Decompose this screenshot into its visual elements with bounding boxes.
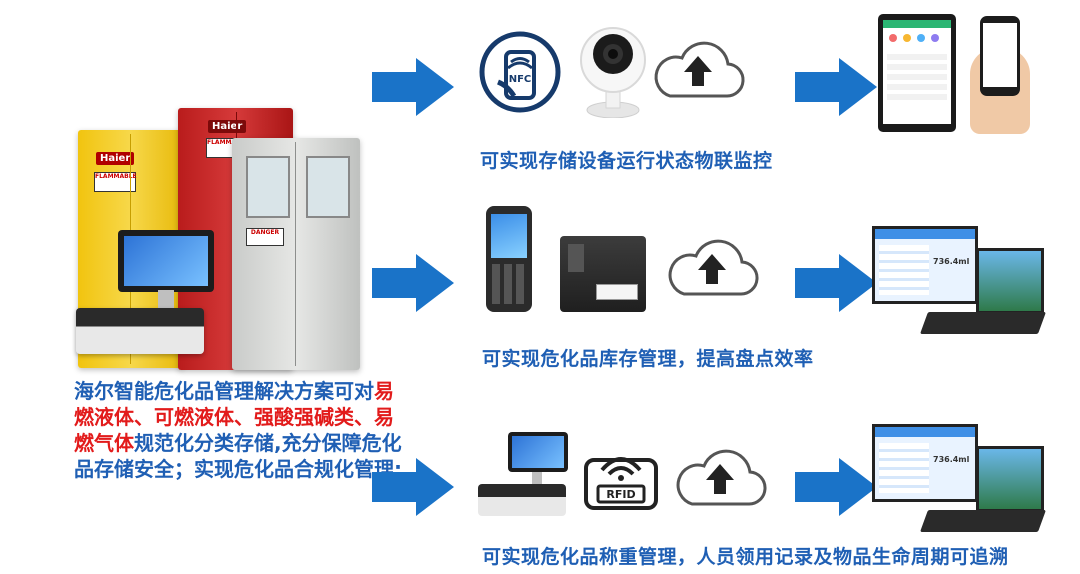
scanner-screen xyxy=(491,214,527,258)
weighing-terminal-icon xyxy=(476,430,572,520)
printer-panel xyxy=(568,244,584,272)
gray-cabinet: DANGER xyxy=(232,138,360,370)
label-printer-icon xyxy=(560,236,646,312)
scanner-keypad xyxy=(492,264,526,304)
laptop-screen xyxy=(976,248,1044,314)
brand-label: Haier xyxy=(208,120,247,133)
rfid-label: RFID xyxy=(606,488,636,501)
weighing-screen: 736.4ml xyxy=(872,424,978,502)
terminal-screen xyxy=(508,432,568,472)
tablet-app-screen xyxy=(883,20,951,124)
arrow-right-icon xyxy=(372,458,454,516)
rfid-icon: RFID xyxy=(582,444,660,512)
cabinet-window xyxy=(246,156,290,218)
laptop-keyboard xyxy=(919,510,1047,532)
printer-label-output xyxy=(596,284,638,300)
kiosk-base xyxy=(76,308,204,354)
ui-table xyxy=(879,443,929,493)
laptop-keyboard xyxy=(919,312,1047,334)
inventory-screen: 736.4ml xyxy=(872,226,978,304)
app-dot-icon xyxy=(903,34,911,42)
app-dot-icon xyxy=(931,34,939,42)
laptop-screen xyxy=(976,446,1044,512)
tablet-laptop: 736.4ml xyxy=(872,226,1047,338)
kiosk-terminal xyxy=(70,228,220,368)
tablet-device xyxy=(878,14,956,132)
kiosk-stand xyxy=(158,290,174,310)
app-header xyxy=(883,20,951,28)
terminal-display xyxy=(512,436,564,468)
arrow-right-icon xyxy=(372,58,454,116)
terminal-stand xyxy=(532,472,542,486)
hazard-categories: 易燃液体、可燃液体、强酸强碱类、易燃气体 xyxy=(74,379,394,455)
arrow-right-icon xyxy=(372,254,454,312)
tablet-laptop: 736.4ml xyxy=(872,424,1047,536)
terminal-base xyxy=(478,484,566,516)
arrow-right-icon xyxy=(795,58,877,116)
cabinet-divider xyxy=(295,142,296,366)
phone-screen xyxy=(983,23,1017,87)
phone-in-hand xyxy=(962,14,1038,134)
phone-body xyxy=(980,16,1020,96)
app-dot-icon xyxy=(889,34,897,42)
handheld-scanner-icon xyxy=(486,206,532,312)
app-list xyxy=(887,54,947,104)
security-camera-icon xyxy=(578,24,648,119)
kiosk-display xyxy=(124,236,208,286)
caption-row1: 可实现存储设备运行状态物联监控 xyxy=(480,150,773,172)
kiosk-screen xyxy=(118,230,214,292)
description-text: 海尔智能危化品管理解决方案可对 xyxy=(74,379,374,403)
danger-label: DANGER xyxy=(246,228,284,246)
brand-label: Haier xyxy=(96,152,135,165)
ui-header xyxy=(875,229,975,239)
caption-row3: 可实现危化品称重管理，人员领用记录及物品生命周期可追溯 xyxy=(482,546,1009,568)
solution-description: 海尔智能危化品管理解决方案可对易燃液体、可燃液体、强酸强碱类、易燃气体规范化分类… xyxy=(74,378,404,482)
ui-table xyxy=(879,245,929,295)
cloud-upload-icon xyxy=(676,449,767,506)
cloud-upload-icon xyxy=(654,41,745,98)
arrow-right-icon xyxy=(795,458,877,516)
nfc-icon: NFC xyxy=(478,30,562,114)
caption-row2: 可实现危化品库存管理，提高盘点效率 xyxy=(482,348,814,370)
app-dot-icon xyxy=(917,34,925,42)
flammable-label: FLAMMABLE xyxy=(94,172,137,192)
ui-header xyxy=(875,427,975,437)
nfc-label: NFC xyxy=(508,74,532,85)
cabinet-window xyxy=(306,156,350,218)
description-text: 规范化分类存储,充分保障危化品存储安全；实现危化品合规化管理; xyxy=(74,431,402,481)
ui-reading: 736.4ml xyxy=(933,257,970,266)
arrow-right-icon xyxy=(795,254,877,312)
ui-reading: 736.4ml xyxy=(933,455,970,464)
cloud-upload-icon xyxy=(668,239,759,296)
cabinet-group: Haier FLAMMABLE Haier FLAMMABLE DANGER xyxy=(70,108,370,370)
